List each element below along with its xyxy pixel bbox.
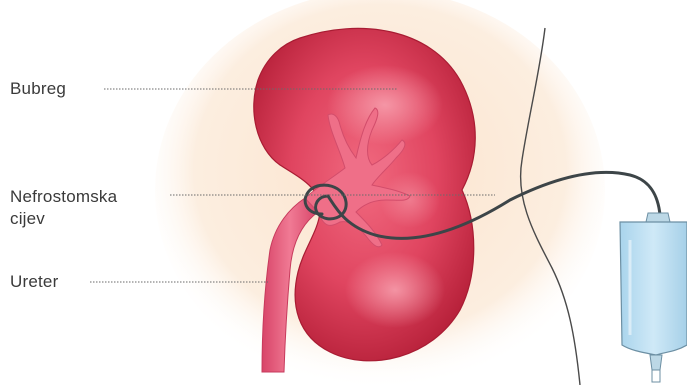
nephrostomy-tube-label-line1: Nefrostomska bbox=[10, 186, 117, 207]
ureter-label: Ureter bbox=[10, 271, 58, 292]
kidney-highlight-upper bbox=[327, 65, 443, 145]
nephrostomy-tube-label-line2: cijev bbox=[10, 208, 45, 229]
drainage-bag-icon bbox=[620, 213, 687, 382]
kidney-label: Bubreg bbox=[10, 78, 66, 99]
kidney-highlight-lower bbox=[345, 252, 445, 328]
